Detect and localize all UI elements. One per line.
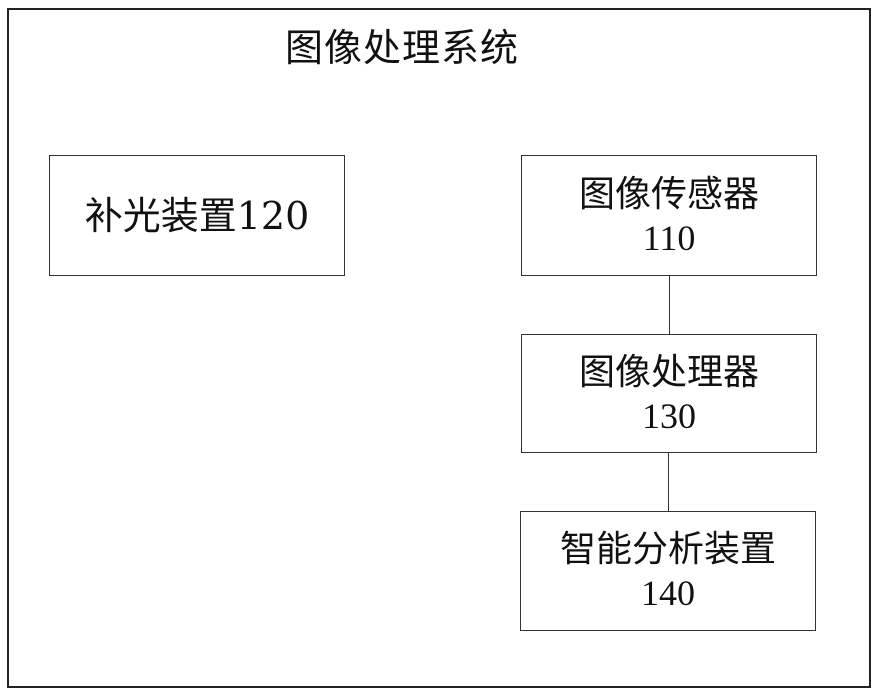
fill-light-device-label: 补光装置120 [84,193,310,238]
connector-110-130 [669,276,670,334]
intelligent-analysis-device-label: 智能分析装置 [559,529,776,570]
intelligent-analysis-device-box: 智能分析装置 140 [520,511,816,631]
system-frame [7,8,871,688]
intelligent-analysis-device-number: 140 [641,573,695,613]
diagram-title: 图像处理系统 [284,26,519,70]
image-sensor-number: 110 [642,217,696,258]
image-sensor-label: 图像传感器 [578,173,759,215]
image-sensor-box: 图像传感器 110 [521,155,817,276]
connector-130-140 [668,453,669,511]
image-processor-box: 图像处理器 130 [521,334,817,453]
image-processor-number: 130 [642,395,696,436]
fill-light-device-box: 补光装置120 [49,155,345,276]
image-processor-label: 图像处理器 [578,351,759,393]
